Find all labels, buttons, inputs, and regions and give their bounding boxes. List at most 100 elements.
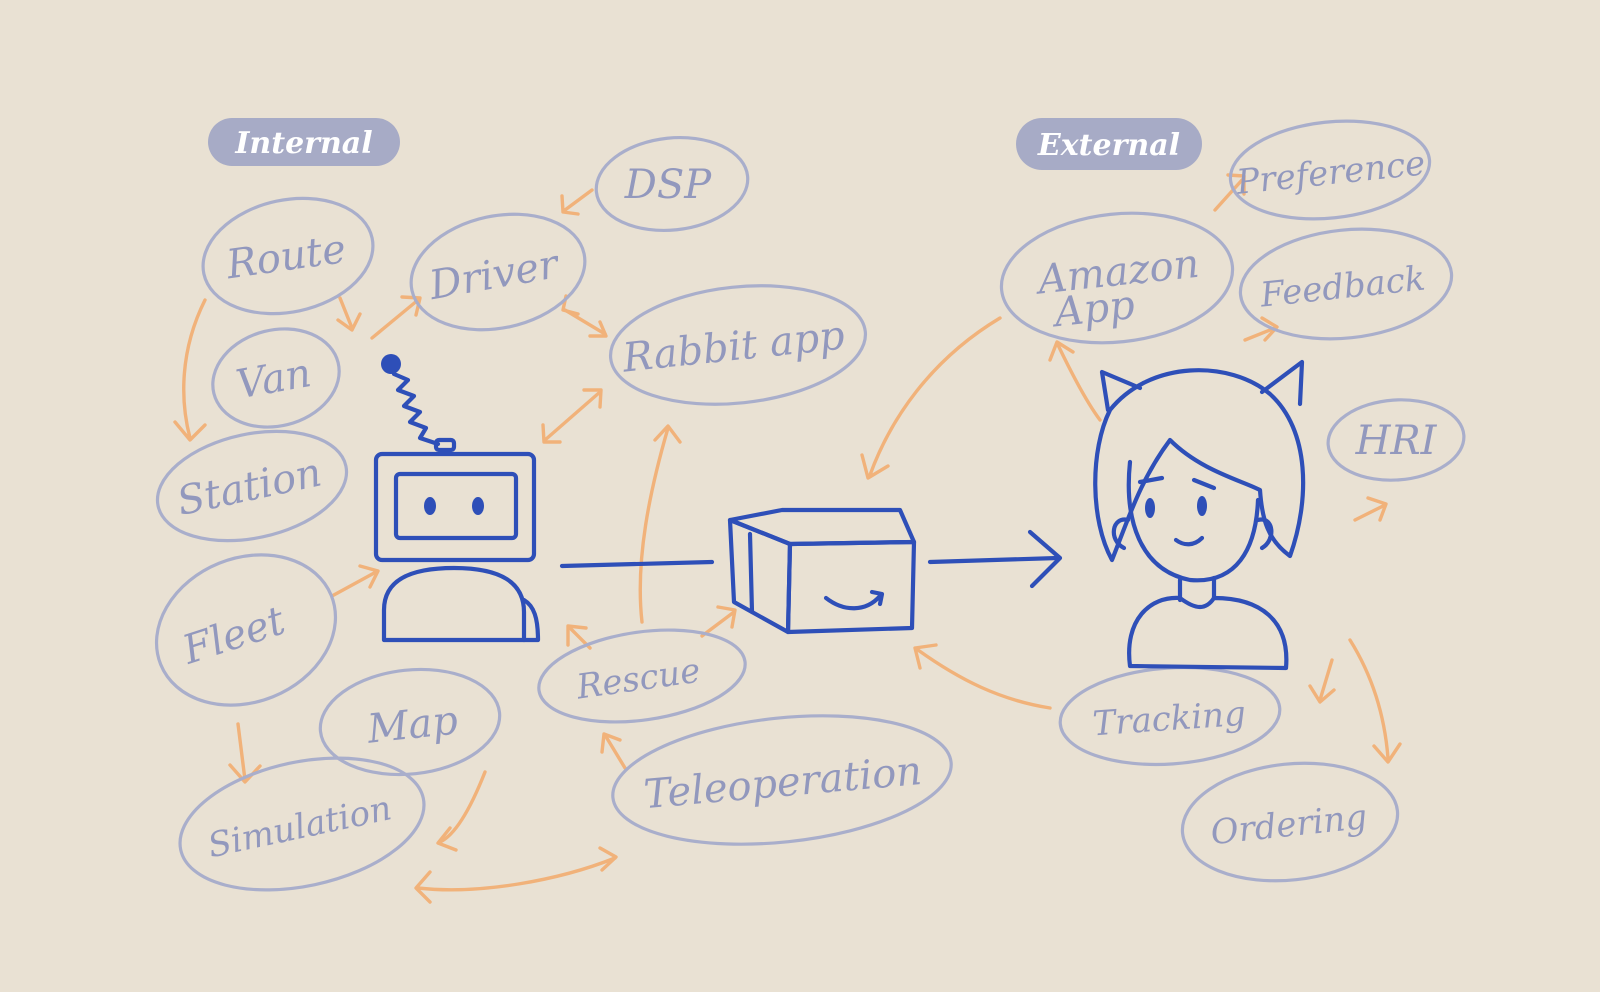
internal-group-label: Internal [208,118,400,166]
arrowhead-amazonapp-preference [1226,173,1246,196]
node-driver-outline [409,212,587,332]
arrow-route-van [338,296,354,330]
external-label: External [1037,128,1180,163]
arrow-van-driver [370,298,420,340]
robot-antenna-base [433,437,457,453]
robot-screen [393,471,519,541]
customer-face [1126,459,1261,583]
arrowhead-robot-rabbit-a [541,423,562,444]
arrowhead-rescue-robot [566,624,588,647]
node-station-label: Station [173,450,325,525]
package-to-customer-arrow [927,555,1061,565]
arrow-customer-tracking [1318,658,1334,702]
package-side-inner [747,531,755,615]
node-driver-label: Driver [425,241,564,309]
customer-right-eye [1197,496,1207,516]
node-dsp: DSP [594,135,750,233]
arrowhead-van-driver [400,295,422,317]
customer-left-ear [1099,369,1143,413]
node-station: Station [155,429,349,543]
node-rabbit-app-outline [608,284,868,406]
node-rescue-label: Rescue [573,651,703,708]
customer-right-brow [1191,477,1217,491]
node-hri-label: HRI [1355,418,1438,464]
package-smile-tip [869,589,885,607]
node-amazon-app: Amazon App [999,211,1235,345]
arrow-customer-amazonapp [1056,343,1102,422]
internal-label: Internal [234,126,372,161]
arrow-fleet-robot [330,570,378,598]
arrowhead-route-van [336,312,362,332]
customer-left-brow [1137,475,1165,485]
customer-shoulders [1127,595,1289,671]
node-van-label: Van [233,350,315,408]
arrowhead-teleop-rescue [600,732,622,754]
node-dsp-label: DSP [624,162,712,208]
package-front [785,539,917,635]
arrow-amazonapp-feedback [1243,326,1277,342]
arrowhead-rescue-rabbit [653,424,682,444]
node-ordering: Ordering [1180,761,1400,883]
customer-right-ear-human [1255,517,1274,551]
arrowhead-amazonapp-feedback [1260,316,1279,342]
arrowhead-customer-tracking [1308,684,1336,704]
node-fleet: Fleet [154,553,338,707]
robot-antenna-spring [391,371,441,447]
package-smile [823,593,883,611]
arrowhead-route-station [173,420,207,442]
customer-left-ear-human [1111,517,1131,551]
arrow-rescue-rabbit [638,426,670,624]
arrowhead-customer-hri [1366,496,1388,522]
arrowhead-robot-rabbit-b [582,388,603,409]
node-map-label: Map [364,697,460,752]
robot-head [373,451,537,563]
internal-pill [208,118,400,166]
arrow-tracking-package [916,648,1052,710]
node-preference-outline [1228,119,1432,221]
node-tracking: Tracking [1058,665,1282,767]
package-to-customer-arrowhead [1027,529,1063,589]
arrow-map-simulation [438,770,487,844]
arrow-rescue-package [700,610,736,638]
node-driver: Driver [409,212,587,332]
arrowhead-rescue-package [716,605,737,629]
node-van: Van [211,327,341,429]
node-route: Route [201,196,375,316]
customer-left-eye [1145,498,1155,518]
robot-figure [373,354,541,643]
customer-mouth [1173,535,1205,547]
node-teleoperation-outline [611,714,953,846]
arrow-amazonapp-package [868,316,1002,477]
node-van-outline [211,327,341,429]
node-feedback-outline [1238,227,1454,341]
node-simulation-outline [178,756,426,892]
arrowhead-map-simulation [436,826,458,852]
node-teleoperation-label: Teleoperation [642,748,924,818]
node-ordering-label: Ordering [1209,797,1369,853]
arrow-customer-hri [1353,503,1387,522]
customer-hair [1093,368,1306,563]
package-side [727,517,793,635]
node-tracking-label: Tracking [1091,694,1247,745]
arrowhead-fleet-robot [358,564,380,589]
arrow-amazonapp-preference [1213,178,1244,212]
node-preference-label: Preference [1234,143,1428,203]
arrow-robot-rabbit [543,390,602,442]
customer-right-ear [1259,359,1305,407]
arrow-route-station [182,298,207,440]
node-fleet-outline [154,553,338,707]
arrow-customer-ordering [1348,638,1390,760]
arrowhead-simulation-teleop-a [414,870,432,904]
package-top [727,507,917,547]
arrowhead-driver-dsp [560,194,580,216]
robot-body [381,565,527,643]
node-dsp-outline [594,135,750,233]
robot-body-side [521,597,541,643]
package-box-figure [727,507,917,635]
node-teleoperation: Teleoperation [611,714,953,846]
node-rescue: Rescue [537,628,747,724]
robot-to-package-line [559,559,715,569]
arrowhead-simulation-teleop-b [598,846,618,872]
node-map-outline [318,667,502,777]
